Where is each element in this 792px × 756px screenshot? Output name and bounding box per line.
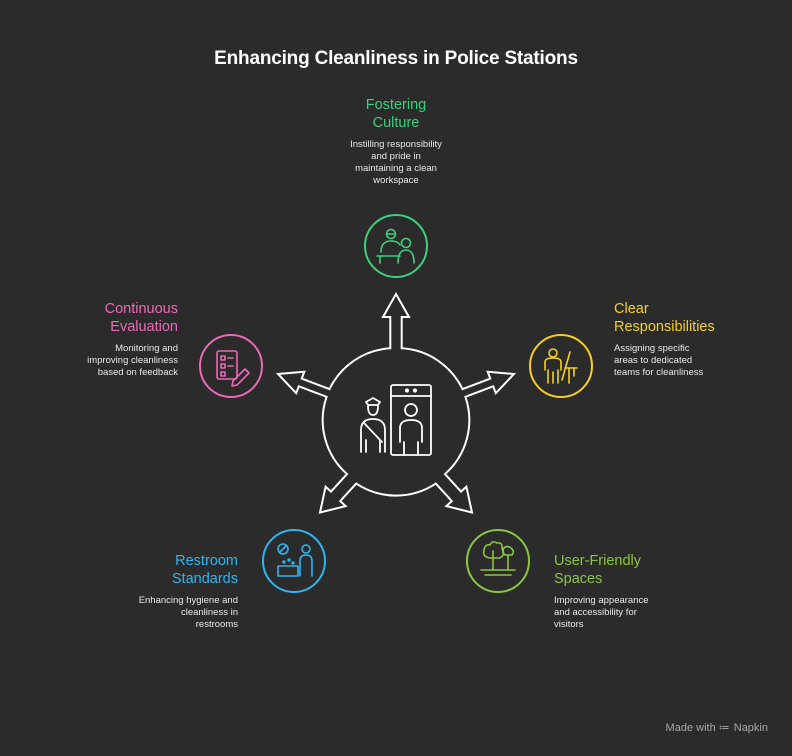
made-with-text: Made with [665, 722, 716, 734]
made-with-napkin-footer[interactable]: Made with ≔Napkin [666, 721, 768, 734]
responsibilities-description: Assigning specific areas to dedicated te… [614, 343, 704, 378]
checklist-pencil-icon [216, 350, 250, 387]
restroom-description: Enhancing hygiene and cleanliness in res… [138, 595, 238, 630]
responsibilities-label: Clear Responsibilities [614, 301, 715, 335]
culture-node-circle [364, 214, 428, 278]
spaces-label: User-Friendly Spaces [554, 553, 642, 587]
responsibilities-node-circle [529, 334, 593, 398]
evaluation-label: Continuous Evaluation [104, 301, 178, 335]
spaces-node-circle [466, 529, 530, 593]
culture-label: Fostering Culture [365, 97, 427, 131]
diagram-title: Enhancing Cleanliness in Police Stations [214, 48, 578, 69]
hub-with-arrows [275, 291, 517, 514]
brand-text: Napkin [733, 722, 768, 734]
restroom-node-circle [262, 529, 326, 593]
restroom-label: Restroom Standards [171, 553, 238, 587]
park-trees-icon [480, 541, 516, 576]
police-officer-security-scanner-icon [360, 384, 432, 456]
evaluation-description: Monitoring and improving cleanliness bas… [87, 343, 178, 378]
napkin-logo-icon: ≔ [718, 722, 730, 734]
spaces-description: Improving appearance and accessibility f… [554, 595, 649, 630]
evaluation-node-circle [199, 334, 263, 398]
culture-description: Instilling responsibility and pride in m… [350, 139, 442, 186]
team-collaboration-icon [376, 228, 415, 264]
janitor-cleaning-icon [544, 348, 578, 384]
handwashing-icon [277, 543, 313, 577]
